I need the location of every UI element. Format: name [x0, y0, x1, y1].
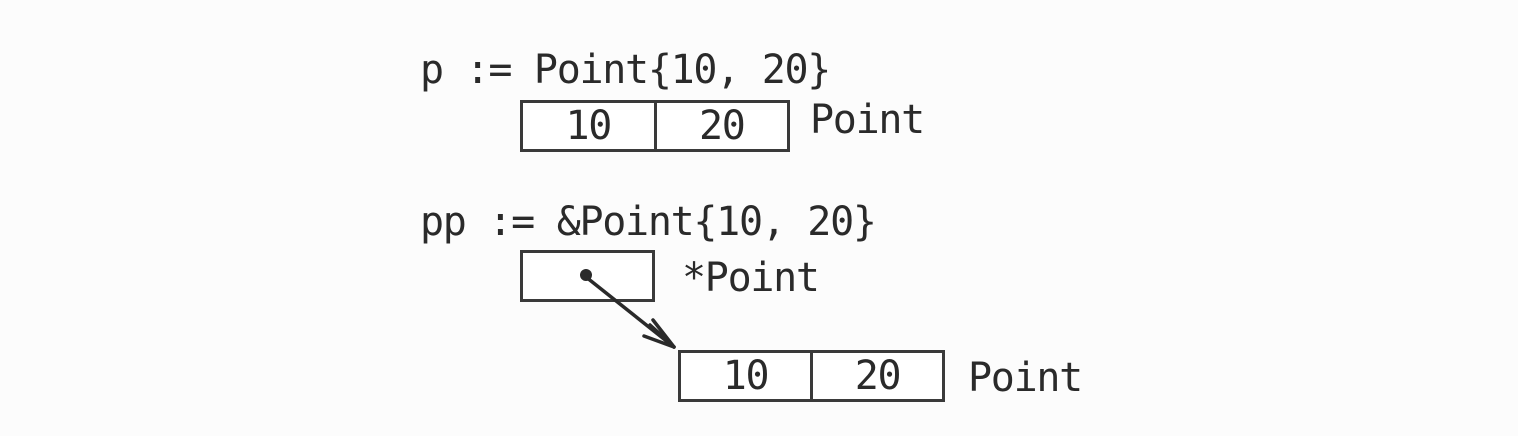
pointer-arrowhead-barb-upper: [651, 318, 676, 349]
target-struct-field-y: 20: [810, 353, 942, 399]
value-struct-field-x: 10: [565, 103, 612, 149]
pointer-arrowhead-barb-lower: [642, 334, 676, 349]
code-line-pointer-declaration: pp := &Point{10, 20}: [420, 199, 877, 245]
pointer-arrowhead-barb-upper-2: [648, 323, 672, 345]
pointer-box: [520, 250, 655, 302]
value-struct-type-label: Point: [810, 97, 925, 143]
target-struct-box: 10 20: [678, 350, 945, 402]
code-line-value-declaration: p := Point{10, 20}: [420, 47, 831, 93]
pointer-type-label: *Point: [682, 255, 820, 301]
value-struct-field-y: 20: [653, 103, 788, 149]
value-struct-box: 10 20: [520, 100, 790, 152]
target-struct-type-label: Point: [968, 355, 1083, 401]
target-struct-field-x: 10: [722, 353, 770, 399]
